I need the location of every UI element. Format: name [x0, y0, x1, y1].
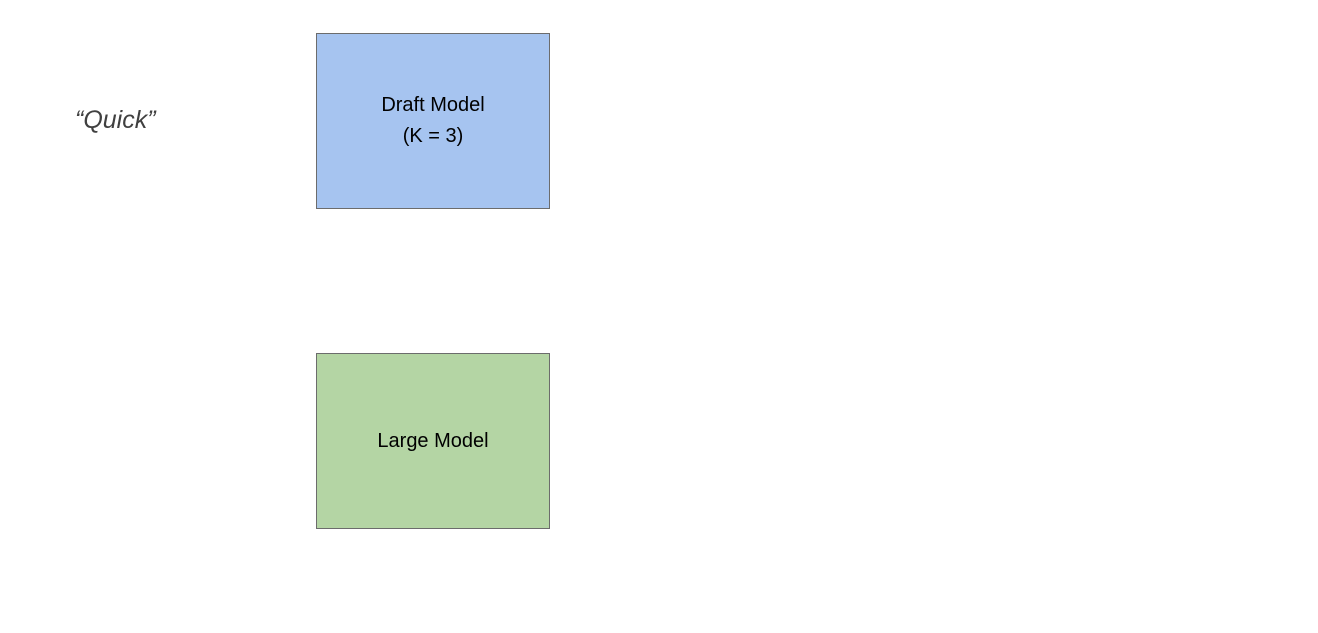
draft-model-node-subtitle: (K = 3) — [402, 125, 464, 147]
draft-model-node[interactable]: Draft Model (K = 3) — [316, 33, 550, 209]
quick-annotation-label: “Quick” — [75, 106, 156, 134]
large-model-node-title: Large Model — [377, 429, 489, 452]
draft-model-node-title: Draft Model — [381, 94, 485, 116]
large-model-node[interactable]: Large Model — [316, 353, 550, 529]
